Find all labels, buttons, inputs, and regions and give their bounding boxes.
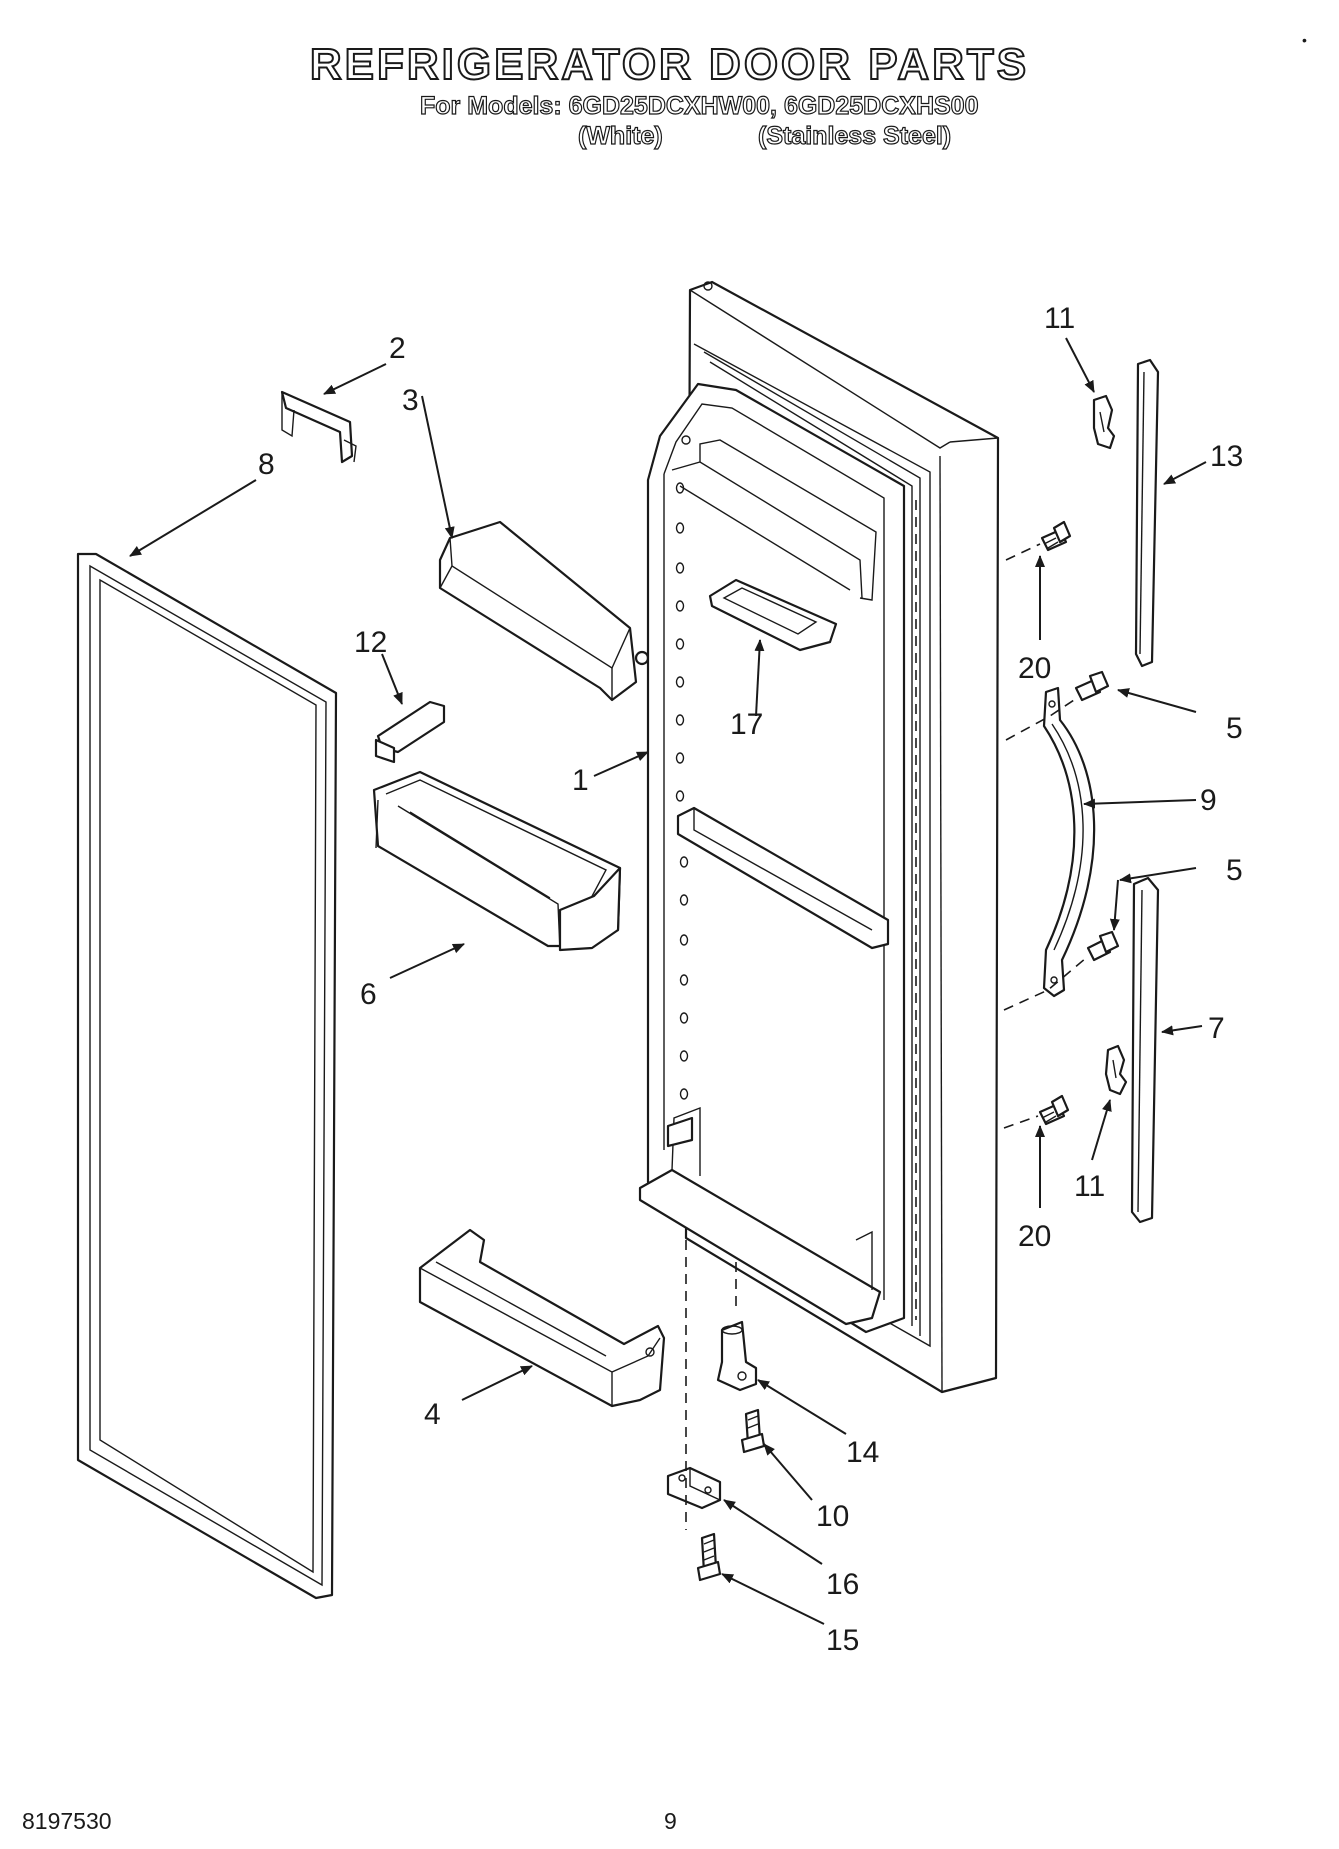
lower-hinge-part [666,1466,722,1510]
callout-3: 3 [402,384,419,417]
trim-clip-part-upper [1092,394,1116,450]
callout-4: 4 [424,1398,441,1431]
callout-6: 6 [360,978,377,1011]
lower-hinge-screw-part [696,1532,722,1582]
trim-clip-part-lower [1104,1044,1128,1096]
door-gasket-part [76,552,338,1600]
shelf-mounting-holes [675,281,713,1100]
page-number: 9 [664,1808,677,1834]
variant-white-label: (White) [577,121,663,150]
callout-labels: 2 3 8 12 1 6 4 17 11 13 20 5 9 5 7 11 20… [258,302,1243,1657]
hinge-pin-part [716,1320,758,1392]
callout-5-lower: 5 [1226,854,1243,887]
dairy-door-part [438,520,650,702]
callout-7: 7 [1208,1012,1225,1045]
callout-16: 16 [826,1568,859,1601]
callout-13: 13 [1210,440,1243,473]
alignment-lines [685,543,1087,1530]
callout-10: 10 [816,1500,849,1533]
callout-11-upper: 11 [1044,302,1075,335]
top-trim-part [1134,358,1160,668]
bottom-trim-part [1130,876,1160,1224]
callout-11-lower: 11 [1074,1170,1105,1203]
callout-15: 15 [826,1624,859,1657]
corner-mark: • [1302,32,1307,48]
callout-8: 8 [258,448,275,481]
callout-1: 1 [572,764,589,797]
handle-screw-part-lower [1038,1094,1070,1126]
document-number: 8197530 [22,1808,112,1834]
handle-mount-screw-part-lower [1086,930,1120,962]
door-assembly-part [638,280,1000,1394]
callout-17: 17 [730,708,763,741]
butter-tray-part [708,578,838,652]
door-shelf-part [418,1228,666,1408]
callout-5-upper: 5 [1226,712,1243,745]
callout-leaders [129,337,1207,1625]
variant-stainless-label: (Stainless Steel) [757,121,952,150]
callout-20-lower: 20 [1018,1220,1051,1253]
hinge-screw-part [740,1408,766,1454]
handle-screw-part-upper [1040,520,1072,552]
door-handle-part [1042,686,1096,998]
callout-12: 12 [354,626,387,659]
callout-2: 2 [389,332,406,365]
clip-part [280,390,357,464]
callout-9: 9 [1200,784,1217,817]
callout-14: 14 [846,1436,879,1469]
door-bin-part [372,770,622,952]
handle-mount-screw-part-upper [1074,670,1110,702]
callout-20-upper: 20 [1018,652,1051,685]
models-line: For Models: 6GD25DCXHW00, 6GD25DCXHS00 [419,91,979,120]
bin-retainer-part [374,700,446,764]
page-title: REFRIGERATOR DOOR PARTS [309,39,1030,90]
